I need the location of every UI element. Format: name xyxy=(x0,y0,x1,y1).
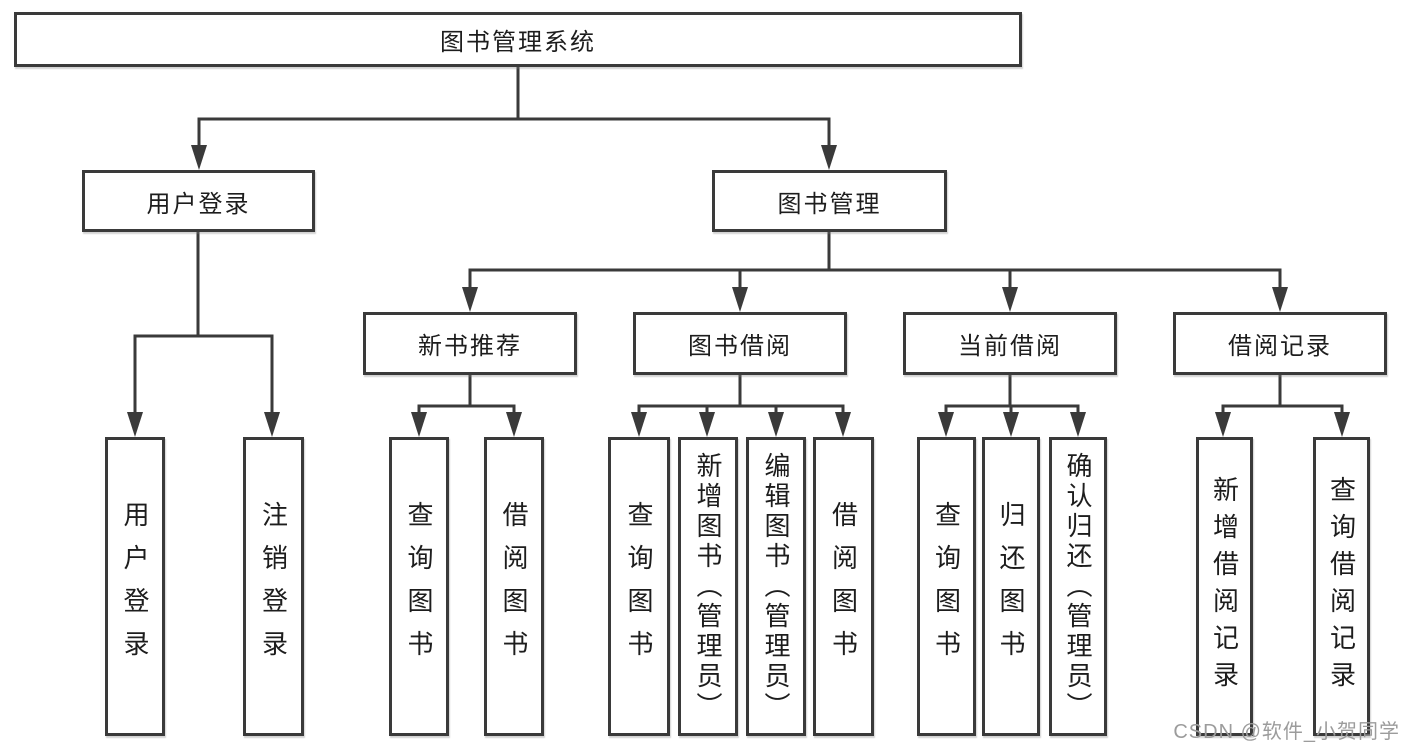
arrow-down-icon xyxy=(938,412,954,437)
node-label: 借阅图书 xyxy=(828,500,859,673)
arrow-down-icon xyxy=(506,412,522,437)
arrow-down-icon xyxy=(821,145,837,170)
arrow-down-icon xyxy=(631,412,647,437)
node-label: 新增借阅记录 xyxy=(1209,475,1240,698)
flow-line xyxy=(637,373,845,421)
node-label: 用户登录 xyxy=(120,500,150,673)
node-root: 图书管理系统 xyxy=(14,12,1022,67)
node-current-borrow: 当前借阅 xyxy=(903,312,1117,375)
arrow-down-icon xyxy=(699,412,715,437)
arrow-down-icon xyxy=(191,145,207,170)
node-book-mgmt: 图书管理 xyxy=(712,170,947,232)
node-new-book-rec: 新书推荐 xyxy=(363,312,577,375)
arrow-down-icon xyxy=(264,412,280,437)
node-label: 查询图书 xyxy=(404,500,434,673)
node-leaf-add-record: 新增借阅记录 xyxy=(1196,437,1253,736)
arrow-down-icon xyxy=(835,412,851,437)
flow-line xyxy=(417,373,516,421)
node-label: 确认归还（管理员） xyxy=(1063,451,1093,722)
node-leaf-borrow-book-2: 借阅图书 xyxy=(813,437,874,736)
flow-line xyxy=(197,65,831,154)
node-label: 注销登录 xyxy=(258,500,289,673)
arrow-down-icon xyxy=(1003,412,1019,437)
node-leaf-query-book-1: 查询图书 xyxy=(389,437,449,736)
node-label: 查询借阅记录 xyxy=(1326,475,1357,698)
arrow-down-icon xyxy=(1272,287,1288,312)
flow-line xyxy=(1221,373,1344,421)
arrow-down-icon xyxy=(1070,412,1086,437)
arrow-down-icon xyxy=(1215,412,1231,437)
node-user-login: 用户登录 xyxy=(82,170,315,232)
arrow-down-icon xyxy=(411,412,427,437)
arrow-down-icon xyxy=(732,287,748,312)
node-leaf-user-login: 用户登录 xyxy=(105,437,165,736)
arrow-down-icon xyxy=(127,412,143,437)
node-leaf-borrow-book-1: 借阅图书 xyxy=(484,437,544,736)
node-leaf-edit-book: 编辑图书（管理员） xyxy=(746,437,806,736)
node-label: 查询图书 xyxy=(624,500,654,673)
node-label: 编辑图书（管理员） xyxy=(761,451,791,722)
node-label: 查询图书 xyxy=(931,500,962,673)
node-leaf-query-book-3: 查询图书 xyxy=(917,437,976,736)
node-leaf-return-book: 归还图书 xyxy=(982,437,1040,736)
node-leaf-add-book: 新增图书（管理员） xyxy=(678,437,738,736)
node-leaf-query-book-2: 查询图书 xyxy=(608,437,670,736)
node-label: 新增图书（管理员） xyxy=(693,451,723,722)
watermark: CSDN @软件_小贺同学 xyxy=(1173,721,1400,743)
arrow-down-icon xyxy=(768,412,784,437)
node-leaf-logout: 注销登录 xyxy=(243,437,304,736)
node-label: 借阅图书 xyxy=(499,500,529,673)
arrow-down-icon xyxy=(1002,287,1018,312)
flow-line xyxy=(468,230,1282,296)
node-label: 归还图书 xyxy=(996,500,1026,673)
node-book-borrow: 图书借阅 xyxy=(633,312,847,375)
node-leaf-query-record: 查询借阅记录 xyxy=(1313,437,1370,736)
node-leaf-confirm-return: 确认归还（管理员） xyxy=(1049,437,1107,736)
node-borrow-records: 借阅记录 xyxy=(1173,312,1387,375)
arrow-down-icon xyxy=(1334,412,1350,437)
arrow-down-icon xyxy=(462,287,478,312)
flow-line xyxy=(133,230,274,421)
